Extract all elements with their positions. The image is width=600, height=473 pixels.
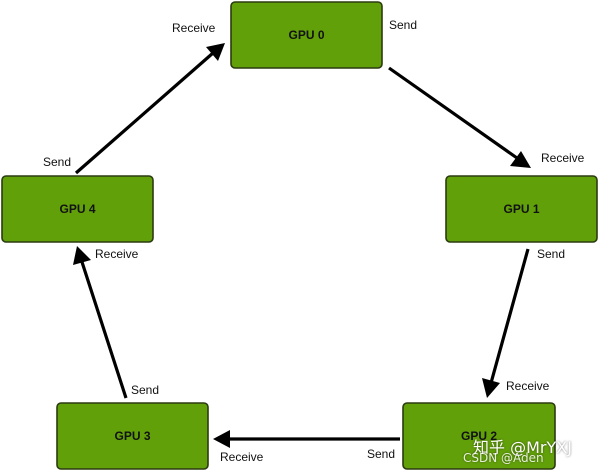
arrowhead — [206, 43, 225, 61]
arrowhead — [510, 151, 531, 168]
node-gpu1: GPU 1 — [445, 175, 598, 243]
node-gpu3: GPU 3 — [56, 402, 209, 470]
node-label: GPU 2 — [461, 429, 497, 443]
arrow-line — [489, 248, 530, 384]
node-gpu4: GPU 4 — [1, 175, 154, 243]
watermark-csdn: CSDN @Aden — [463, 451, 544, 465]
send-label: Send — [367, 447, 395, 461]
arrowhead — [213, 430, 230, 448]
edge-gpu3-gpu4: Send Receive — [73, 246, 159, 399]
receive-label: Receive — [541, 151, 585, 165]
receive-label: Receive — [220, 450, 264, 464]
node-gpu2: GPU 2 — [402, 402, 556, 470]
send-label: Send — [43, 155, 71, 169]
send-label: Send — [131, 383, 159, 397]
edge-gpu4-gpu0: Send Receive — [43, 21, 225, 175]
send-label: Send — [389, 18, 417, 32]
edge-gpu2-gpu3: Send Receive — [213, 430, 400, 464]
receive-label: Receive — [506, 379, 550, 393]
arrowhead — [73, 246, 91, 265]
arrow-line — [388, 66, 518, 160]
receive-label: Receive — [95, 247, 139, 261]
node-label: GPU 1 — [503, 202, 539, 216]
node-gpu0: GPU 0 — [230, 1, 383, 69]
node-label: GPU 3 — [114, 429, 150, 443]
node-label: GPU 4 — [59, 202, 95, 216]
watermark-zhihu: 知乎 @MrYXJ — [473, 438, 572, 457]
arrow-line — [80, 261, 128, 399]
send-label: Send — [537, 247, 565, 261]
node-label: GPU 0 — [288, 28, 324, 42]
edge-gpu0-gpu1: Send Receive — [388, 18, 585, 168]
arrow-line — [74, 51, 215, 175]
arrowhead — [482, 378, 500, 398]
receive-label: Receive — [172, 21, 216, 35]
edge-gpu1-gpu2: Send Receive — [482, 247, 565, 398]
